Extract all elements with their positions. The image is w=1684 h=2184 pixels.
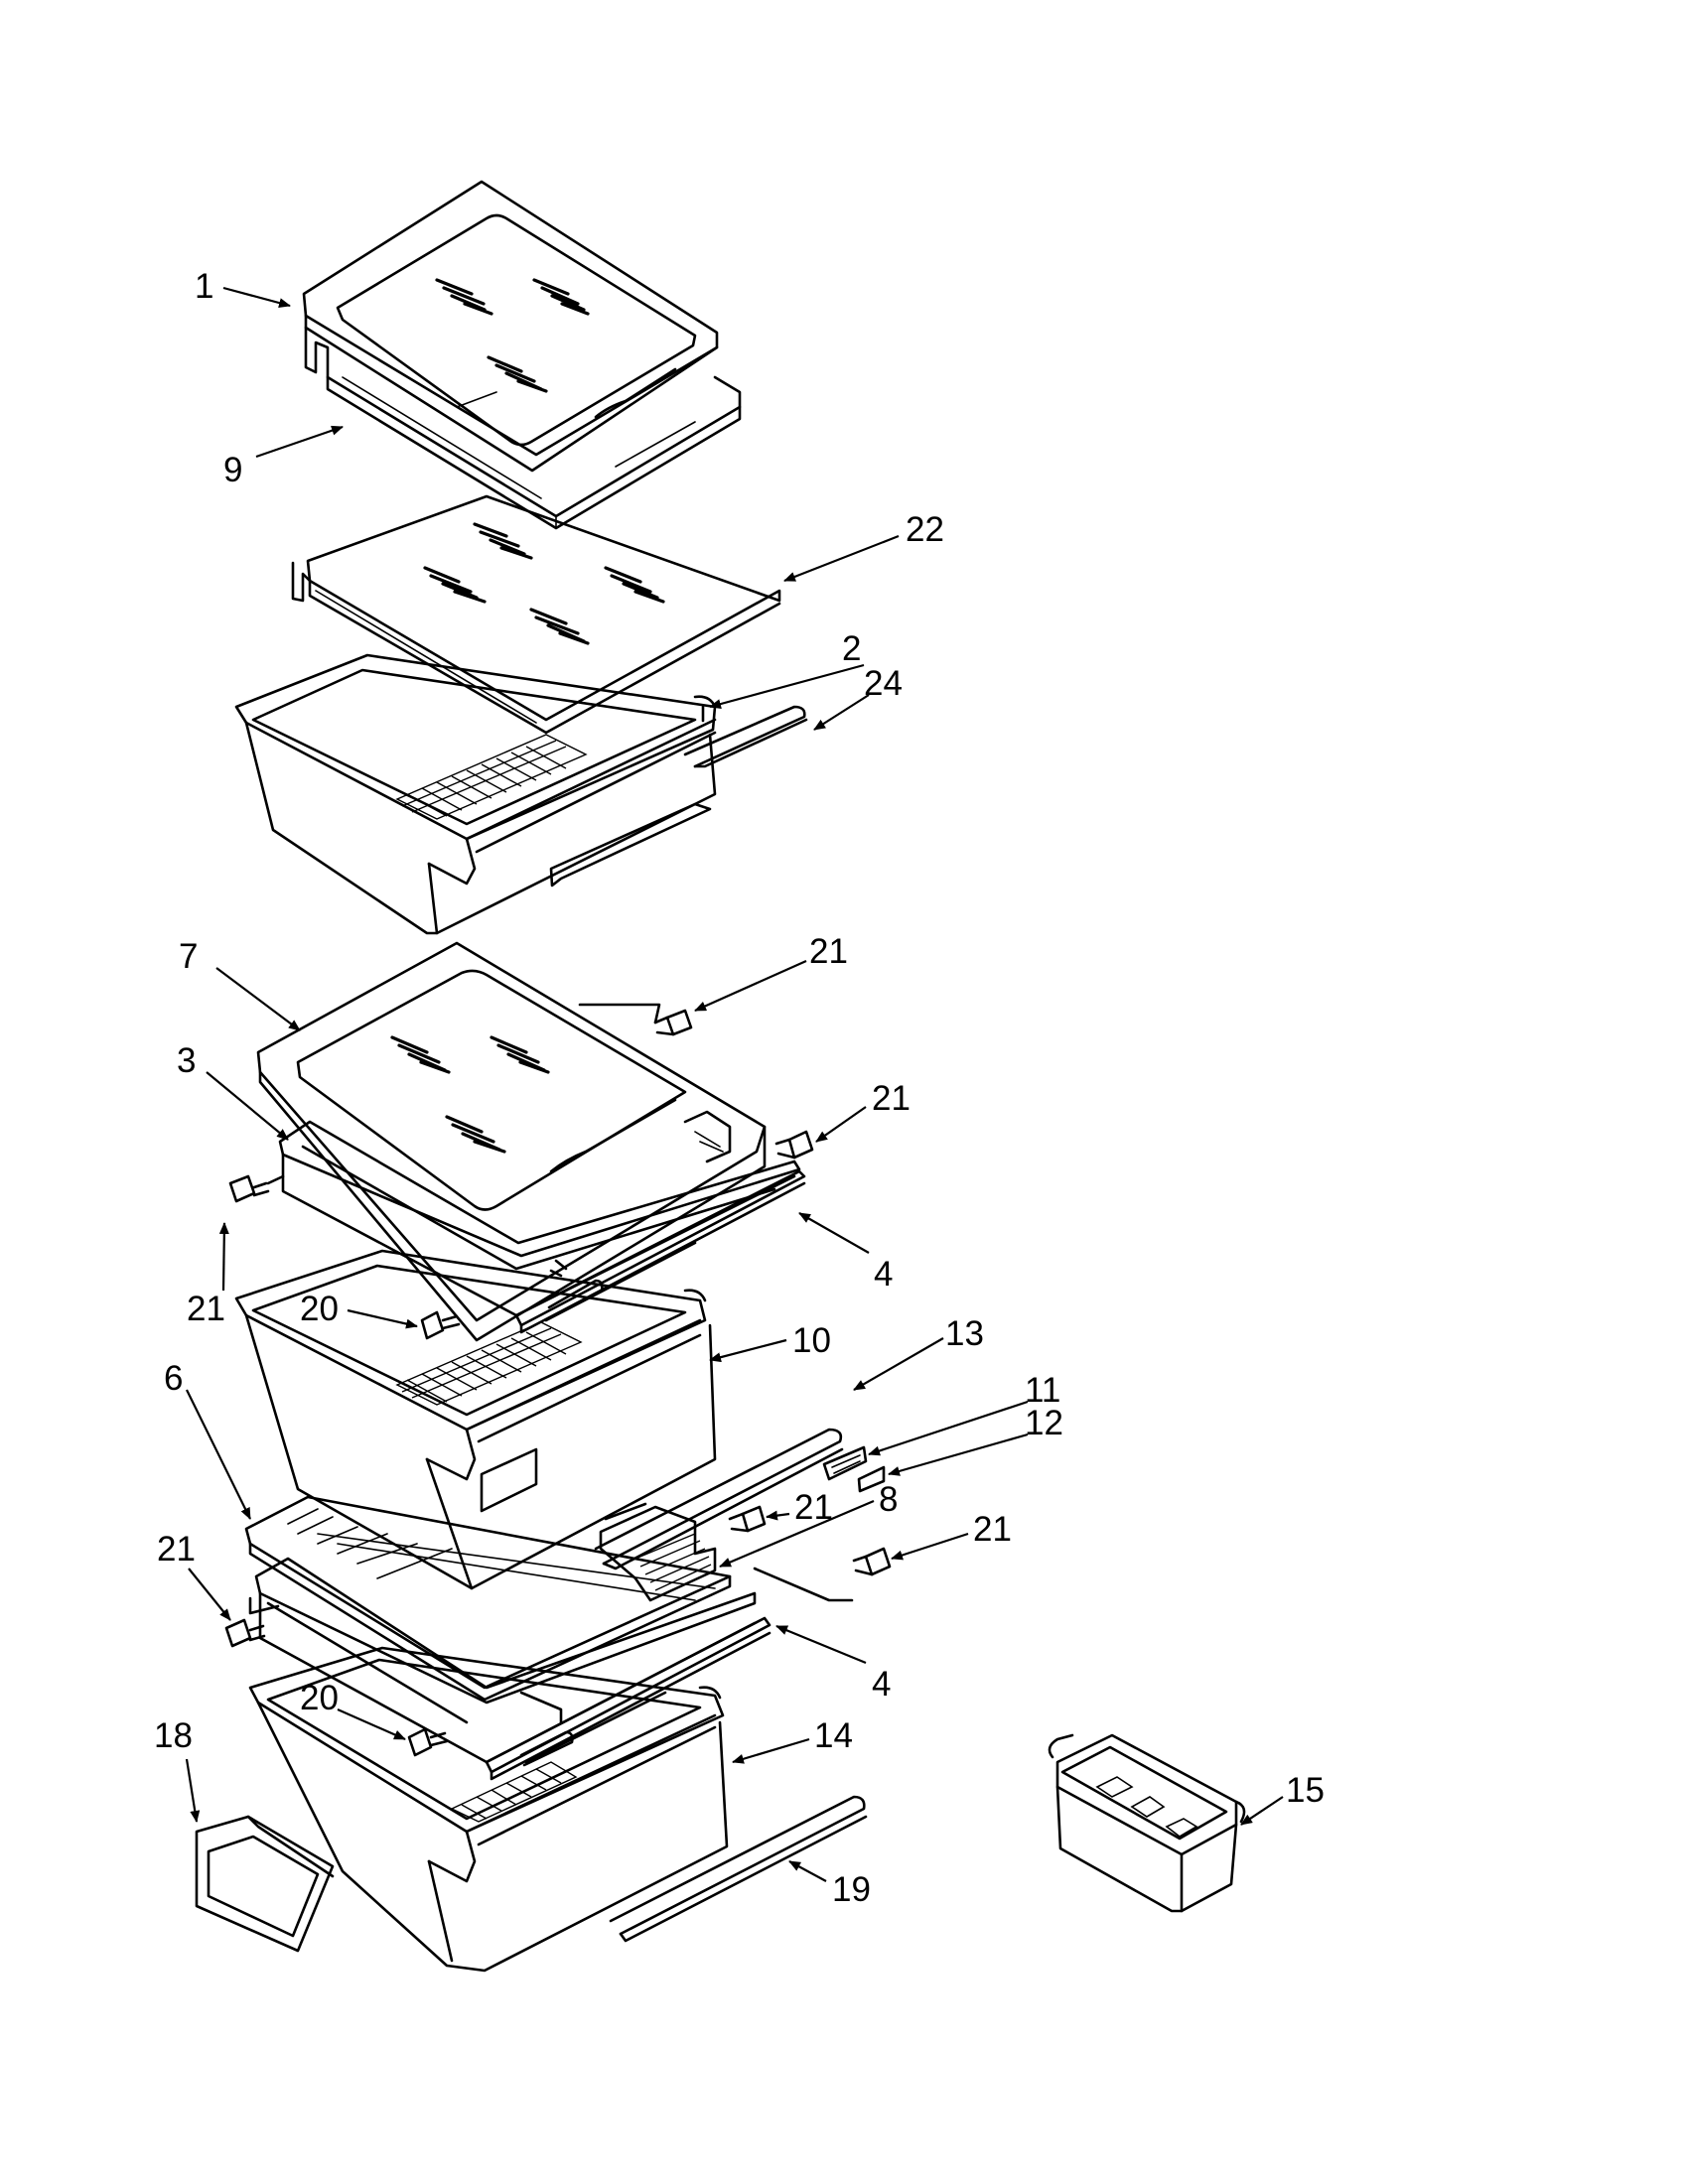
glass-reflection-marks-22 xyxy=(423,522,665,645)
fastener-21c xyxy=(228,1174,285,1203)
callout-21a: 21 xyxy=(809,932,848,971)
callout-15: 15 xyxy=(1286,1771,1325,1810)
callout-22: 22 xyxy=(906,510,944,549)
callout-18: 18 xyxy=(154,1716,193,1755)
part-3-shelf-frame xyxy=(278,1110,801,1317)
fastener-20a xyxy=(420,1310,461,1340)
fastener-21e xyxy=(753,1547,892,1602)
part-24-drawer-trim xyxy=(683,705,808,768)
part-13-drawer-trim xyxy=(594,1428,844,1570)
leader-lines xyxy=(185,286,1284,1882)
callout-21f: 21 xyxy=(157,1530,196,1569)
callout-8: 8 xyxy=(879,1480,898,1519)
callout-3: 3 xyxy=(177,1041,196,1080)
callout-24: 24 xyxy=(864,664,903,703)
callout-10: 10 xyxy=(792,1321,831,1360)
callout-2: 2 xyxy=(842,629,861,668)
crisper-vent-grid-14 xyxy=(450,1761,578,1823)
fastener-21d xyxy=(728,1505,767,1533)
callout-12: 12 xyxy=(1025,1404,1063,1442)
callout-labels: 1 9 22 2 24 7 21 3 21 4 21 20 10 13 11 1… xyxy=(154,267,1325,1909)
callout-1: 1 xyxy=(195,267,213,306)
callout-21c: 21 xyxy=(187,1290,225,1328)
part-10-crisper-drawer xyxy=(234,1249,717,1590)
glass-reflection-marks-7 xyxy=(390,1035,550,1154)
part-4-rail-lower xyxy=(485,1616,772,1781)
fastener-20b xyxy=(407,1727,449,1757)
callout-20a: 20 xyxy=(300,1290,339,1328)
callout-4a: 4 xyxy=(874,1255,893,1294)
fastener-21a xyxy=(578,1003,693,1036)
callout-21e: 21 xyxy=(973,1510,1012,1549)
fastener-21f xyxy=(224,1596,280,1648)
callout-13: 13 xyxy=(945,1314,984,1353)
part-1-shelf xyxy=(302,180,719,473)
part-11-slider xyxy=(822,1445,868,1481)
part-18-label-card xyxy=(195,1815,335,1953)
callout-14: 14 xyxy=(814,1716,853,1755)
fastener-21b xyxy=(774,1130,814,1160)
glass-reflection-marks xyxy=(435,278,590,393)
part-19-drawer-trim xyxy=(609,1795,868,1943)
part-12-slider-clip xyxy=(857,1465,886,1493)
callout-21d: 21 xyxy=(794,1488,833,1527)
part-7-shelf xyxy=(256,941,767,1342)
callout-7: 7 xyxy=(179,937,198,976)
crisper-vent-grid-10 xyxy=(395,1321,583,1406)
part-2-crisper-drawer xyxy=(234,653,717,935)
callout-11: 11 xyxy=(1025,1371,1060,1410)
callout-6: 6 xyxy=(164,1359,183,1398)
part-9-shelf-frame xyxy=(304,326,742,530)
crisper-vent-grid-2 xyxy=(395,734,588,820)
part-6-glass-shelf xyxy=(244,1495,732,1702)
callout-9: 9 xyxy=(223,451,242,489)
part-8-humidity-control xyxy=(599,1502,717,1602)
callout-21b: 21 xyxy=(872,1079,911,1118)
callout-19: 19 xyxy=(832,1870,871,1909)
part-15-storage-bin xyxy=(1048,1733,1246,1913)
part-4-rail-upper xyxy=(514,1169,806,1334)
callout-4b: 4 xyxy=(872,1665,891,1704)
callout-20b: 20 xyxy=(300,1679,339,1717)
part-14-lower-drawer xyxy=(248,1646,729,1973)
